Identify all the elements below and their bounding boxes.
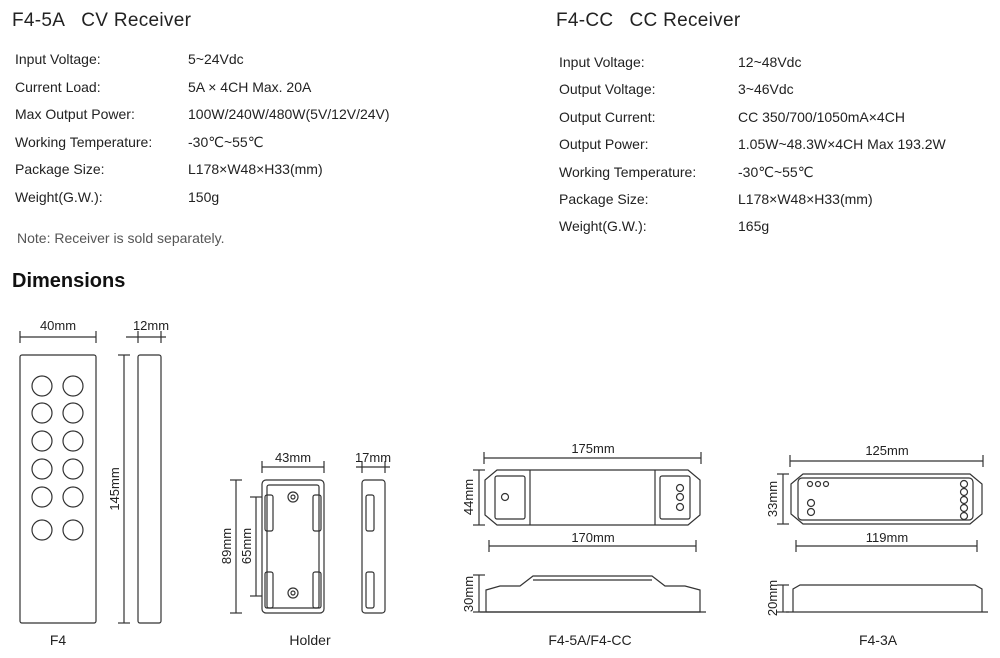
receiver-5a-cc-caption: F4-5A/F4-CC (548, 632, 631, 648)
spec-row: Working Temperature: -30℃~55℃ (559, 159, 989, 186)
holder-depth-label: 17mm (355, 450, 391, 465)
holder-outer-height-label: 89mm (219, 528, 234, 564)
spec-value: 12~48Vdc (738, 54, 802, 70)
spec-label: Working Temperature: (15, 133, 153, 150)
cc-receiver-title: F4-CC CC Receiver (556, 10, 740, 32)
holder-inner-height-label: 65mm (239, 528, 254, 564)
receiver-3a-height-label: 20mm (765, 580, 780, 616)
spec-row: Package Size: L178×W48×H33(mm) (559, 186, 989, 213)
holder-caption: Holder (289, 632, 331, 648)
spec-value: 150g (188, 188, 220, 205)
receiver-5a-cc-drawing (473, 452, 706, 613)
receiver-3a-length-inner-label: 119mm (866, 530, 908, 545)
receiver-3a-length-outer-label: 125mm (865, 443, 908, 458)
spec-row: Input Voltage: 5~24Vdc (15, 46, 485, 74)
spec-value: -30℃~55℃ (188, 133, 264, 150)
receiver-note: Note: Receiver is sold separately. (17, 230, 225, 246)
spec-label: Output Current: (559, 108, 656, 125)
spec-label: Output Voltage: (559, 81, 656, 98)
f4-depth-label: 12mm (133, 318, 169, 333)
spec-value: 5~24Vdc (188, 51, 244, 67)
spec-row: Max Output Power: 100W/240W/480W(5V/12V/2… (15, 101, 485, 129)
spec-label: Current Load: (15, 78, 101, 95)
receiver-5a-height-label: 30mm (461, 576, 476, 612)
spec-row: Input Voltage: 12~48Vdc (559, 49, 989, 76)
spec-label: Package Size: (15, 161, 105, 178)
receiver-5a-length-inner-label: 170mm (571, 530, 614, 545)
spec-value: 1.05W~48.3W×4CH Max 193.2W (738, 136, 946, 153)
spec-value: 100W/240W/480W(5V/12V/24V) (188, 106, 390, 123)
receiver-3a-drawing (777, 455, 988, 613)
spec-value: L178×W48×H33(mm) (738, 190, 873, 207)
spec-row: Output Voltage: 3~46Vdc (559, 76, 989, 103)
spec-label: Input Voltage: (559, 54, 645, 70)
spec-value: CC 350/700/1050mA×4CH (738, 108, 905, 125)
spec-label: Weight(G.W.): (559, 218, 647, 235)
f4-width-label: 40mm (40, 318, 76, 333)
f4-remote-drawing (19, 331, 166, 624)
f4-caption: F4 (50, 632, 67, 648)
spec-label: Max Output Power: (15, 106, 135, 123)
cv-name: CV Receiver (81, 10, 192, 31)
spec-row: Weight(G.W.): 165g (559, 213, 989, 240)
cv-model: F4-5A (12, 10, 66, 31)
cc-name: CC Receiver (629, 10, 741, 31)
spec-row: Package Size: L178×W48×H33(mm) (15, 156, 485, 184)
cv-spec-table: Input Voltage: 5~24Vdc Current Load: 5A × … (15, 46, 485, 212)
receiver-5a-width-label: 44mm (461, 479, 476, 515)
spec-row: Weight(G.W.): 150g (15, 184, 485, 212)
spec-label: Output Power: (559, 136, 649, 153)
spec-value: 165g (738, 218, 770, 235)
spec-label: Package Size: (559, 190, 649, 207)
spec-value: 5A × 4CH Max. 20A (188, 78, 312, 95)
holder-width-label: 43mm (275, 450, 311, 465)
receiver-3a-caption: F4-3A (859, 632, 898, 648)
spec-label: Working Temperature: (559, 163, 697, 180)
receiver-3a-width-label: 33mm (765, 481, 780, 517)
spec-row: Current Load: 5A × 4CH Max. 20A (15, 74, 485, 102)
f4-height-label: 145mm (107, 467, 122, 510)
holder-drawing (230, 461, 390, 614)
cc-spec-table: Input Voltage: 12~48Vdc Output Voltage: 3~… (559, 49, 989, 241)
cv-receiver-title: F4-5A CV Receiver (12, 10, 191, 32)
dimensions-title: Dimensions (12, 270, 126, 292)
spec-value: 3~46Vdc (738, 81, 794, 98)
spec-value: -30℃~55℃ (738, 163, 814, 180)
spec-row: Output Current: CC 350/700/1050mA×4CH (559, 104, 989, 131)
spec-label: Weight(G.W.): (15, 188, 103, 205)
spec-row: Working Temperature: -30℃~55℃ (15, 129, 485, 157)
spec-value: L178×W48×H33(mm) (188, 161, 323, 178)
receiver-5a-length-outer-label: 175mm (571, 441, 614, 456)
spec-row: Output Power: 1.05W~48.3W×4CH Max 193.2W (559, 131, 989, 158)
cc-model: F4-CC (556, 10, 614, 31)
spec-label: Input Voltage: (15, 51, 101, 67)
